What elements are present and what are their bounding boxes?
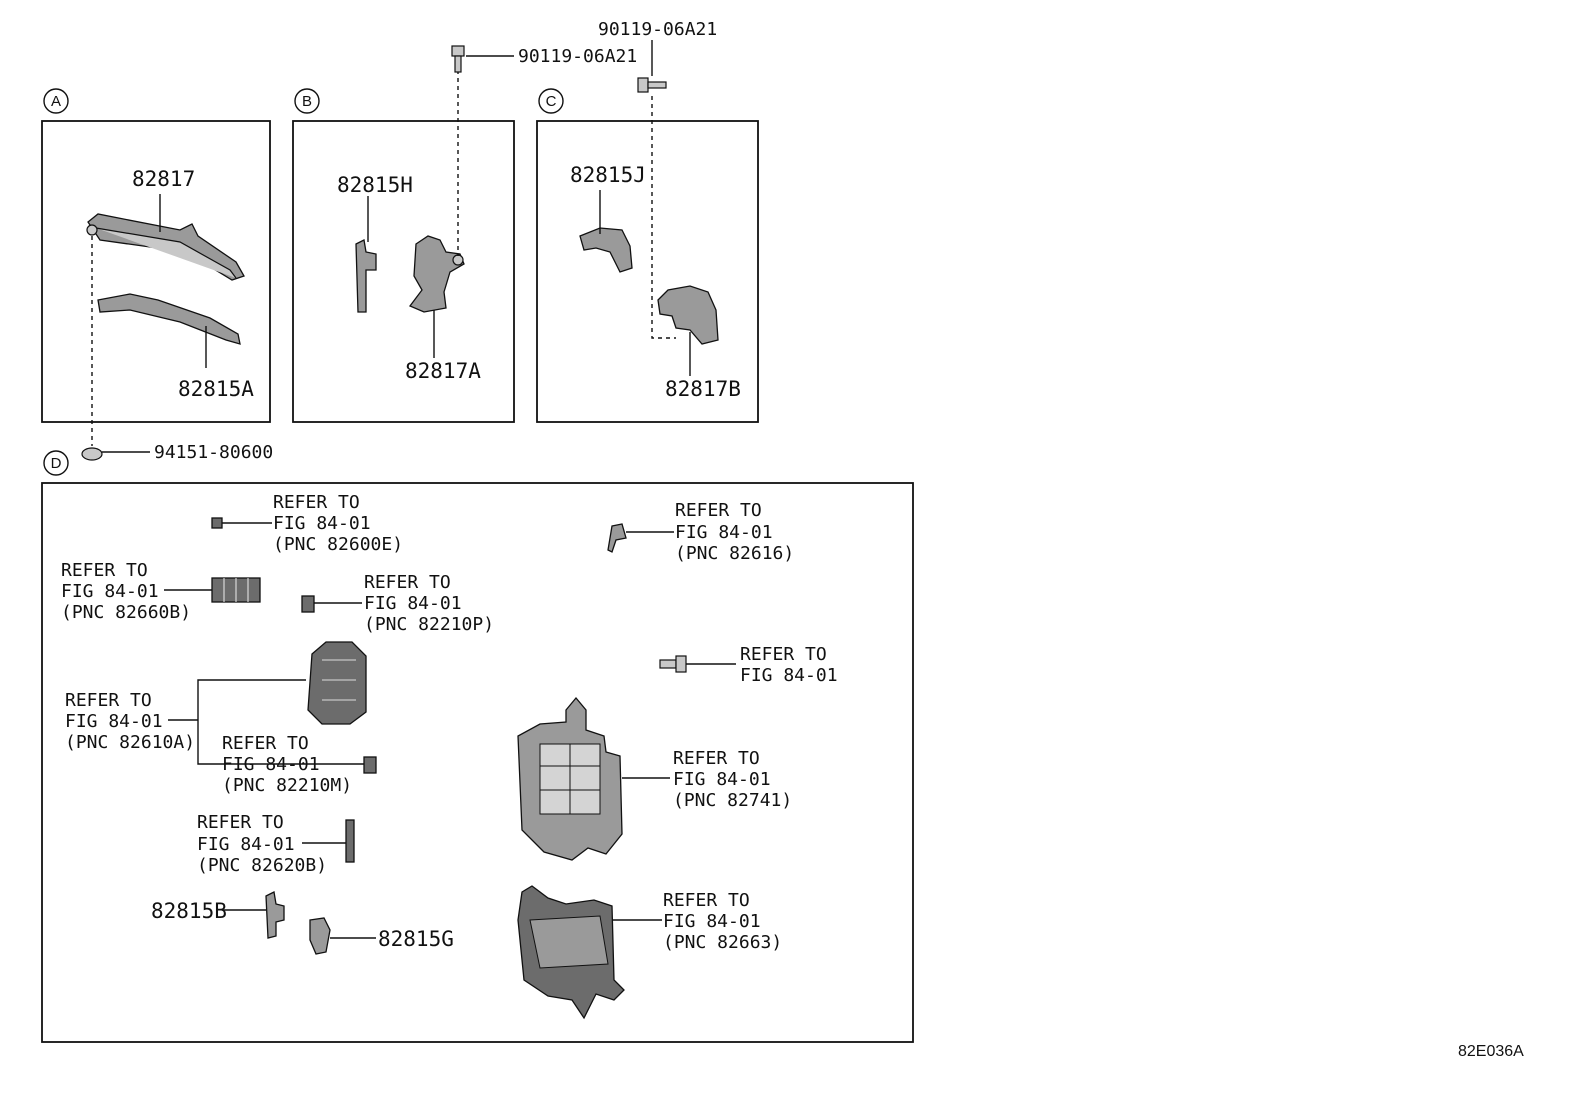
section-b-label: B (302, 93, 312, 110)
ref-82210p: REFER TO FIG 84-01 (PNC 82210P) (301, 572, 494, 635)
section-a-box (41, 120, 271, 423)
ref-82741: REFER TO FIG 84-01 (PNC 82741) (517, 696, 792, 861)
section-d-marker (43, 450, 69, 476)
part-82817-drawing (86, 213, 245, 281)
ref-bolt: REFER TO FIG 84-01 (659, 644, 838, 686)
ref-82600e: REFER TO FIG 84-01 (PNC 82600E) (211, 492, 403, 555)
section-c-box (536, 120, 759, 423)
dashline-bolt-c (651, 96, 676, 339)
section-b-marker (294, 88, 320, 114)
label-82817a: 82817A (405, 359, 481, 383)
section-d-label: D (51, 455, 62, 472)
label-82815h: 82815H (337, 173, 413, 197)
part-82815g: 82815G (309, 917, 454, 955)
part-82815a-drawing (97, 293, 241, 345)
ref-82210m: REFER TO FIG 84-01 (PNC 82210M) (222, 733, 377, 796)
svg-text:REFER TO: REFER TO (663, 890, 750, 911)
svg-text:FIG 84-01: FIG 84-01 (61, 581, 159, 602)
svg-text:(PNC 82741): (PNC 82741) (673, 790, 792, 811)
ref-82620b: REFER TO FIG 84-01 (PNC 82620B) (197, 812, 355, 876)
section-c-marker (538, 88, 564, 114)
svg-text:(PNC 82210M): (PNC 82210M) (222, 775, 352, 796)
label-94151-80600: 94151-80600 (154, 442, 273, 463)
section-b-box (292, 120, 515, 423)
svg-text:REFER TO: REFER TO (673, 748, 760, 769)
section-a-label: A (51, 93, 61, 110)
part-82815j-drawing (579, 227, 633, 273)
part-82815b: 82815B (151, 891, 285, 939)
svg-text:FIG 84-01: FIG 84-01 (675, 522, 773, 543)
part-82817b-drawing (657, 285, 719, 345)
label-82815g: 82815G (378, 927, 454, 951)
svg-text:FIG 84-01: FIG 84-01 (65, 711, 163, 732)
ref-82616: REFER TO FIG 84-01 (PNC 82616) (607, 500, 794, 564)
label-82815j: 82815J (570, 163, 646, 187)
ref-82610a: REFER TO FIG 84-01 (PNC 82610A) (65, 641, 367, 765)
svg-text:FIG 84-01: FIG 84-01 (663, 911, 761, 932)
svg-text:FIG 84-01: FIG 84-01 (197, 834, 295, 855)
svg-text:(PNC 82663): (PNC 82663) (663, 932, 782, 953)
svg-text:(PNC 82600E): (PNC 82600E) (273, 534, 403, 555)
section-b: B 82815H 82817A (292, 70, 515, 423)
svg-text:FIG 84-01: FIG 84-01 (222, 754, 320, 775)
part-82817a-drawing (408, 235, 465, 313)
section-a: A 82817 82815A (41, 88, 271, 446)
svg-text:(PNC 82620B): (PNC 82620B) (197, 855, 327, 876)
label-82815a: 82815A (178, 377, 254, 401)
section-c: C 82815J 82817B (536, 88, 759, 423)
svg-text:FIG 84-01: FIG 84-01 (273, 513, 371, 534)
label-82817: 82817 (132, 167, 195, 191)
svg-text:(PNC 82660B): (PNC 82660B) (61, 602, 191, 623)
svg-text:REFER TO: REFER TO (273, 492, 360, 513)
svg-text:REFER TO: REFER TO (675, 500, 762, 521)
part-82815h-drawing (355, 239, 377, 313)
svg-text:FIG 84-01: FIG 84-01 (673, 769, 771, 790)
bolt-b: 90119-06A21 (451, 45, 637, 73)
clip-94151-80600: 94151-80600 (81, 442, 273, 463)
svg-text:REFER TO: REFER TO (222, 733, 309, 754)
ref-82663: REFER TO FIG 84-01 (PNC 82663) (517, 885, 782, 1020)
svg-text:(PNC 82210P): (PNC 82210P) (364, 614, 494, 635)
label-bolt-b: 90119-06A21 (518, 46, 637, 67)
ref-82660b: REFER TO FIG 84-01 (PNC 82660B) (61, 560, 261, 623)
svg-text:FIG 84-01: FIG 84-01 (364, 593, 462, 614)
svg-text:REFER TO: REFER TO (61, 560, 148, 581)
label-bolt-c: 90119-06A21 (598, 19, 717, 40)
svg-text:(PNC 82610A): (PNC 82610A) (65, 732, 195, 753)
section-d: D REFER TO FIG 84-01 (PNC 82600E) REFER … (41, 450, 914, 1043)
label-82817b: 82817B (665, 377, 741, 401)
svg-text:REFER TO: REFER TO (197, 812, 284, 833)
section-c-label: C (546, 93, 557, 110)
section-a-marker (43, 88, 69, 114)
bolt-c: 90119-06A21 (598, 19, 717, 93)
svg-text:FIG 84-01: FIG 84-01 (740, 665, 838, 686)
label-82815b: 82815B (151, 899, 227, 923)
diagram-id: 82E036A (1458, 1043, 1524, 1060)
svg-text:REFER TO: REFER TO (364, 572, 451, 593)
svg-text:REFER TO: REFER TO (740, 644, 827, 665)
svg-text:(PNC 82616): (PNC 82616) (675, 543, 794, 564)
section-d-box (41, 482, 914, 1043)
svg-text:REFER TO: REFER TO (65, 690, 152, 711)
